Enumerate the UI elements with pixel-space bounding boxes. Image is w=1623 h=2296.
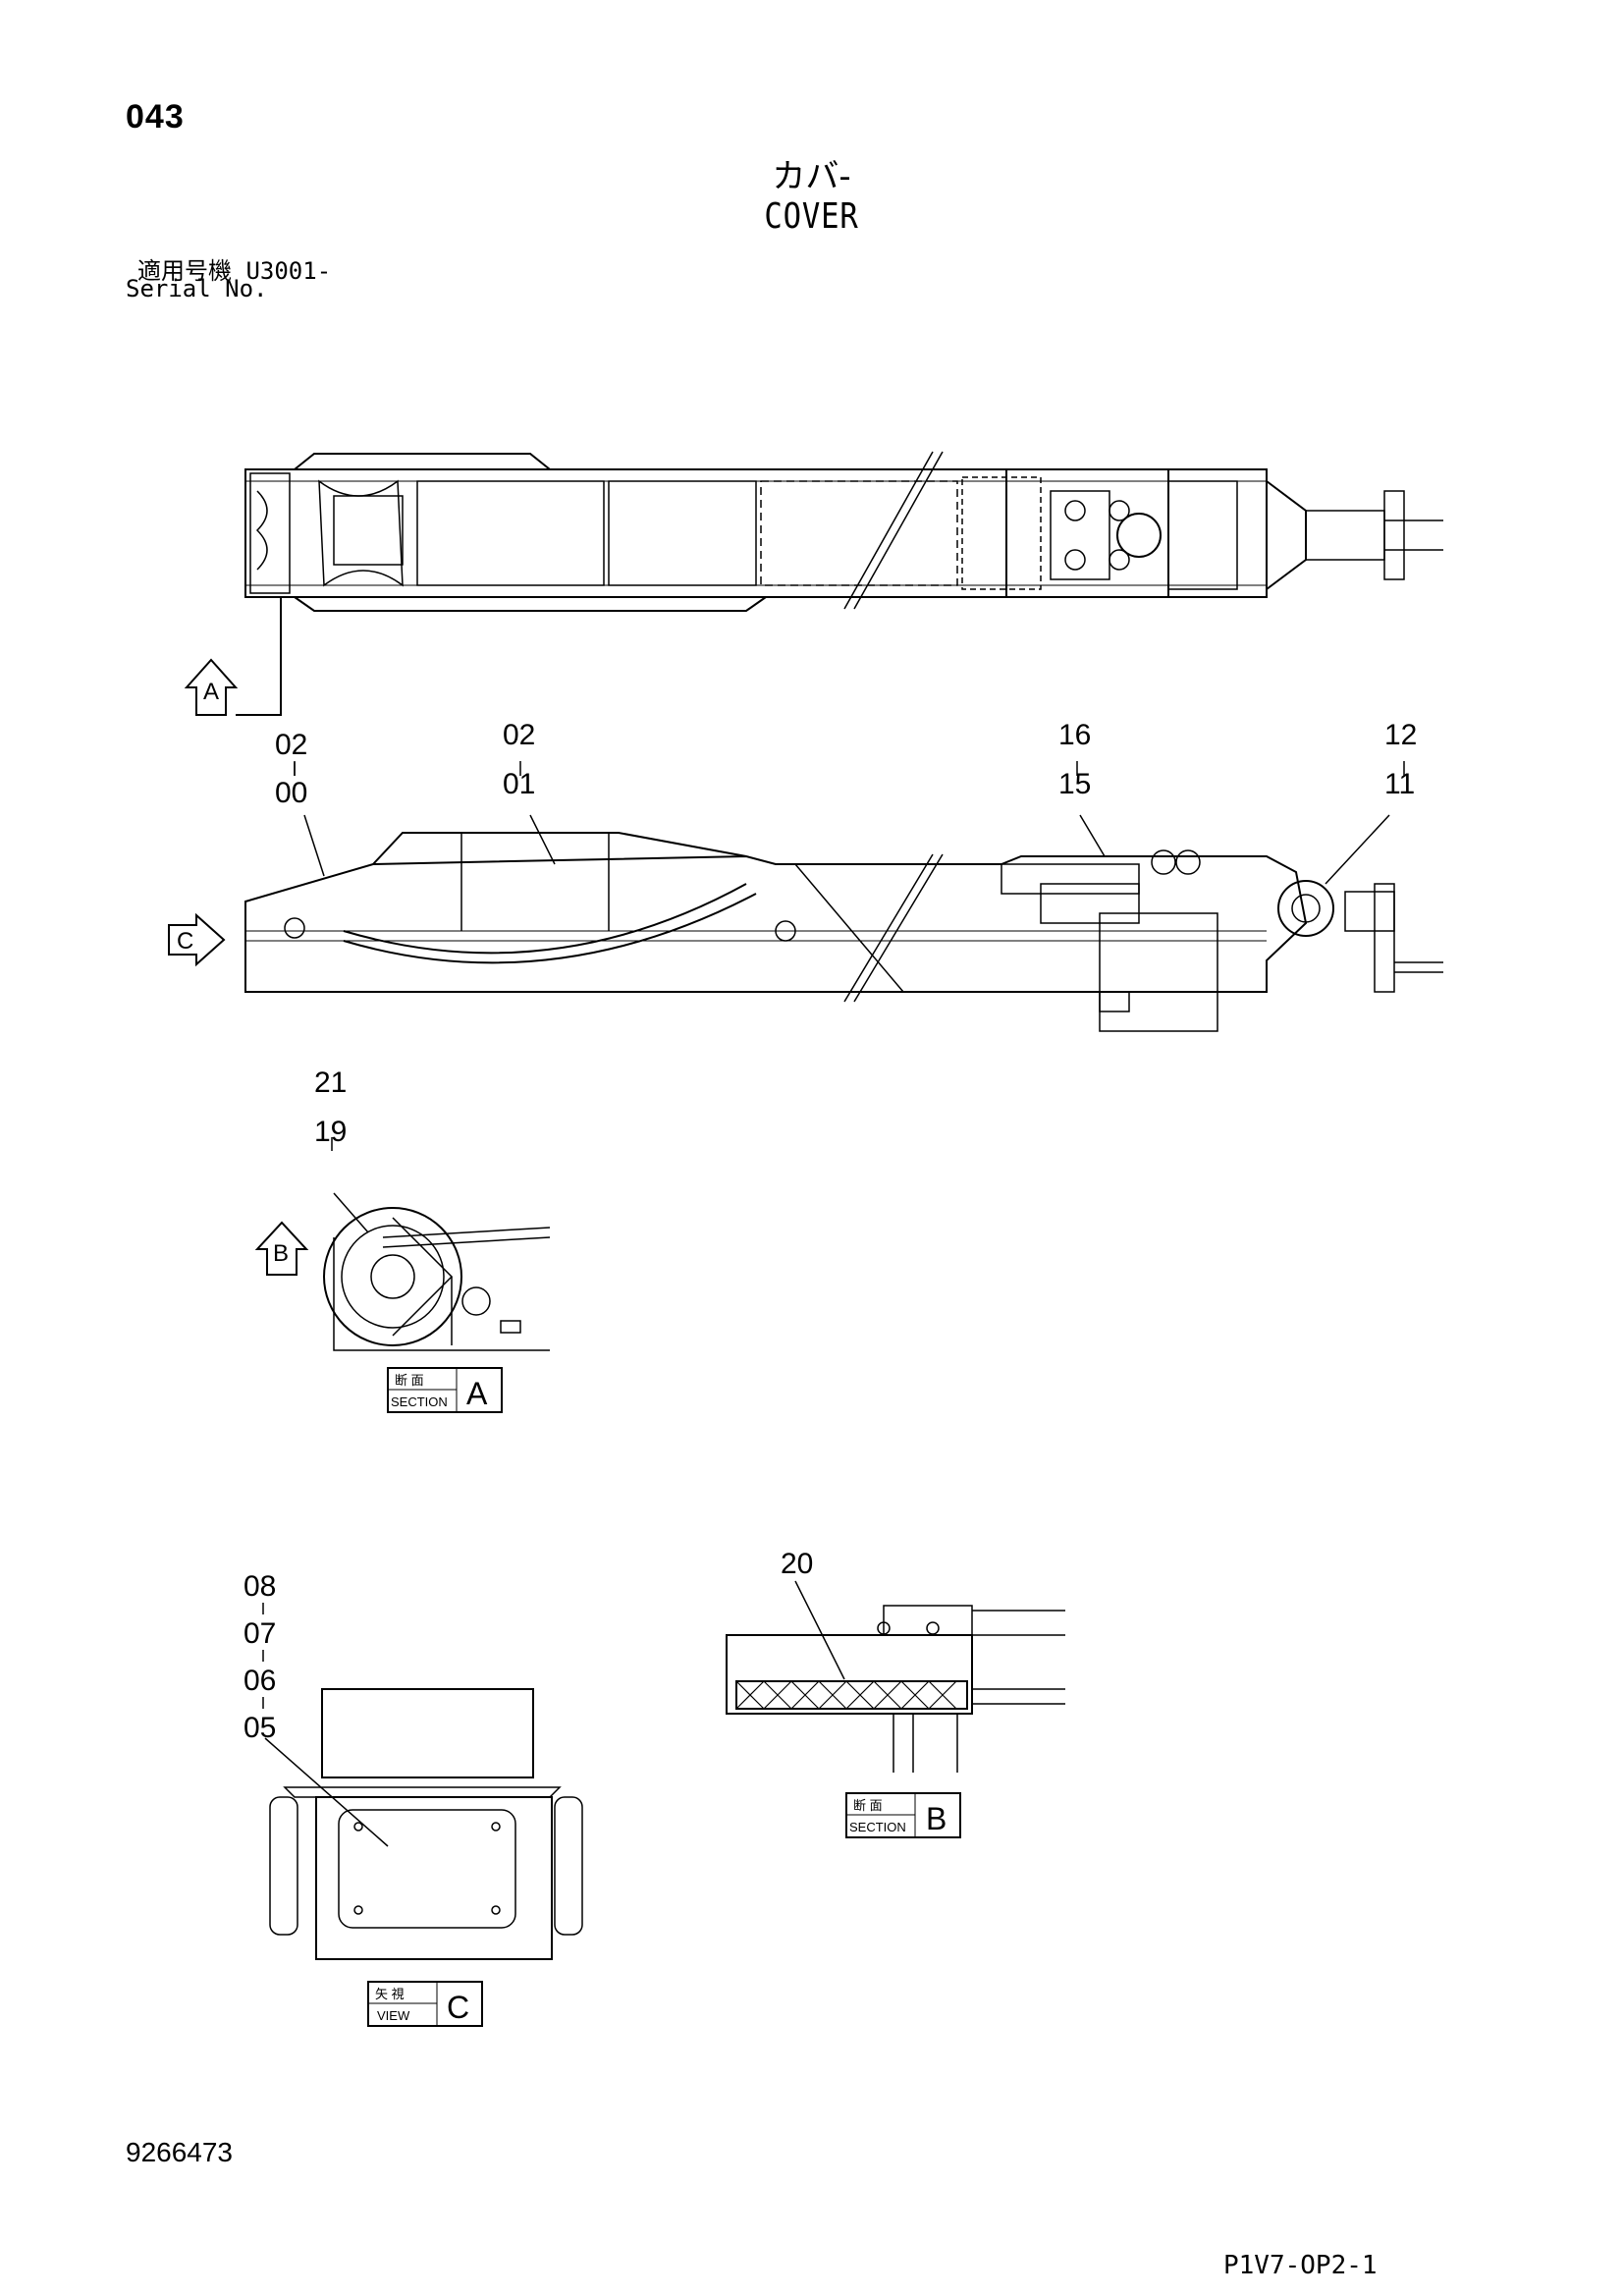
view-c-detail: [269, 1688, 583, 1960]
callout-a-top: 02: [275, 729, 307, 761]
view-c-en: VIEW: [377, 2008, 410, 2023]
callout-b-bottom: 01: [503, 768, 535, 800]
document-number: 9266473: [126, 2137, 234, 2167]
view-c-letter: C: [447, 1990, 469, 2025]
view-c-jp: 矢 視: [375, 1987, 405, 2001]
serial-label-english: Serial No.: [126, 275, 268, 302]
section-a-label: 断 面 SECTION A: [387, 1367, 503, 1413]
view-arrow-a: A: [184, 658, 239, 716]
section-a-letter: A: [466, 1376, 488, 1411]
callout-e-bottom: 19: [314, 1116, 347, 1148]
section-b-letter: B: [926, 1801, 947, 1836]
section-a-detail: [323, 1207, 551, 1351]
section-b-label: 断 面 SECTION B: [845, 1792, 961, 1838]
section-a-en: SECTION: [391, 1394, 448, 1409]
top-view-boom: [244, 451, 1443, 612]
title-japanese: カバ-: [772, 157, 851, 196]
page-code: P1V7-OP2-1: [1223, 2251, 1378, 2280]
callout-d-bottom: 11: [1384, 768, 1415, 800]
callout-c-bottom: 15: [1058, 768, 1091, 800]
view-arrow-b: B: [254, 1221, 309, 1276]
view-arrow-a-letter: A: [203, 679, 219, 705]
view-arrow-c: C: [168, 912, 226, 967]
callout-c-top: 16: [1058, 719, 1091, 751]
serial-label-japanese: 適用号機 U3001-: [137, 257, 332, 285]
title-english: COVER: [764, 196, 859, 237]
page-number: 043: [126, 98, 185, 136]
callout-d-top: 12: [1384, 719, 1417, 751]
callout-f-2: 07: [243, 1617, 276, 1650]
callout-f-1: 08: [243, 1570, 276, 1603]
callout-b-top: 02: [503, 719, 535, 751]
callout-f-3: 06: [243, 1665, 276, 1697]
section-a-jp: 断 面: [395, 1373, 424, 1388]
callout-g: 20: [781, 1548, 813, 1580]
callout-a-bottom: 00: [275, 777, 307, 809]
view-arrow-b-letter: B: [273, 1240, 289, 1267]
section-b-jp: 断 面: [853, 1798, 883, 1813]
view-arrow-c-letter: C: [177, 928, 193, 955]
callout-numbers: 02 00 02 01 16 15 12 11 21 19 08 07 06 0…: [243, 719, 1417, 1744]
callout-e-top: 21: [314, 1066, 347, 1099]
section-b-en: SECTION: [849, 1820, 906, 1834]
callout-f-4: 05: [243, 1712, 276, 1744]
view-c-label: 矢 視 VIEW C: [367, 1981, 483, 2027]
section-b-detail: [726, 1605, 1065, 1773]
side-view-boom: [244, 832, 1443, 1032]
